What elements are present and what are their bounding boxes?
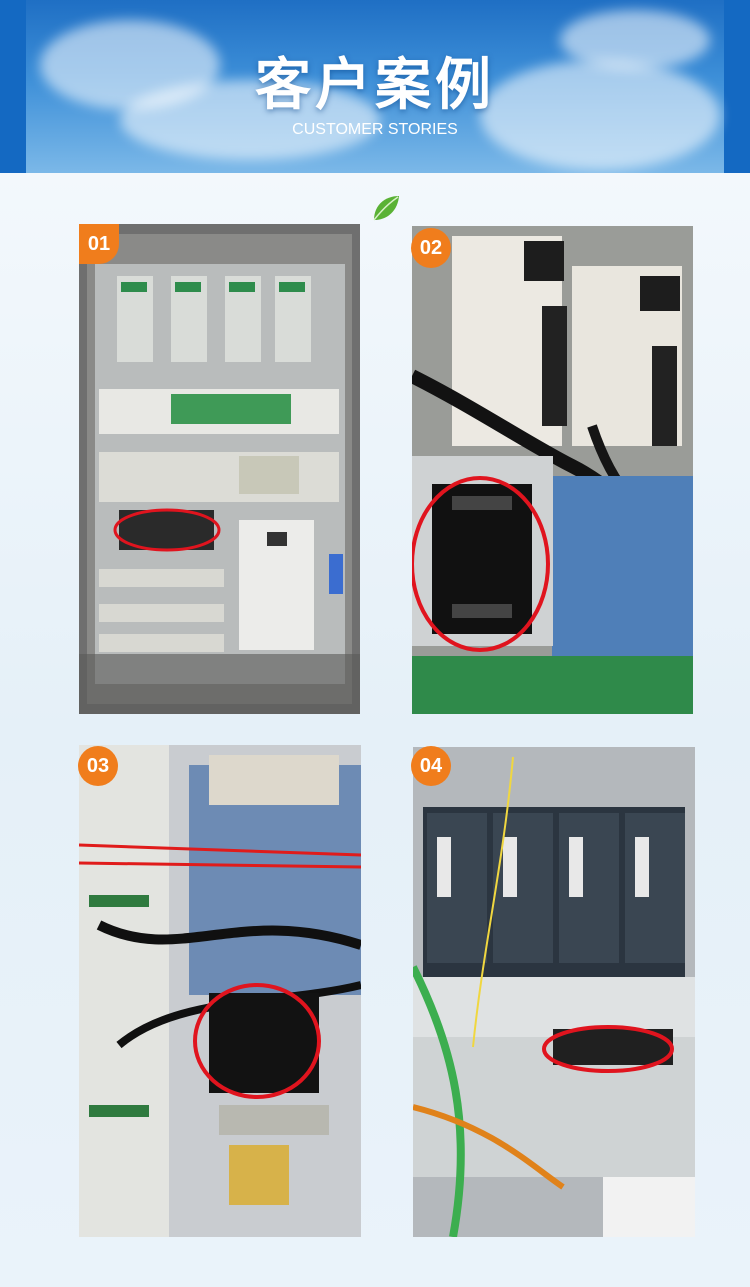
case-photo-03 xyxy=(79,745,361,1237)
banner-left-strip xyxy=(0,0,26,173)
case-photo-02 xyxy=(412,226,693,714)
cloud-shape xyxy=(120,80,380,160)
page-subtitle: CUSTOMER STORIES xyxy=(292,121,458,138)
case-number-badge: 01 xyxy=(79,224,119,264)
page-title: 客户案例 xyxy=(255,53,495,116)
case-number-badge: 03 xyxy=(78,746,118,786)
case-number-badge: 04 xyxy=(411,746,451,786)
leaf-icon xyxy=(373,196,399,221)
case-number-badge: 02 xyxy=(411,228,451,268)
cloud-shape xyxy=(480,60,720,170)
case-photo-04 xyxy=(413,747,695,1237)
banner-right-strip xyxy=(724,0,750,173)
cloud-shape xyxy=(560,10,710,70)
case-photo-01 xyxy=(79,224,360,714)
header-banner: 客户案例 CUSTOMER STORIES xyxy=(0,0,750,173)
